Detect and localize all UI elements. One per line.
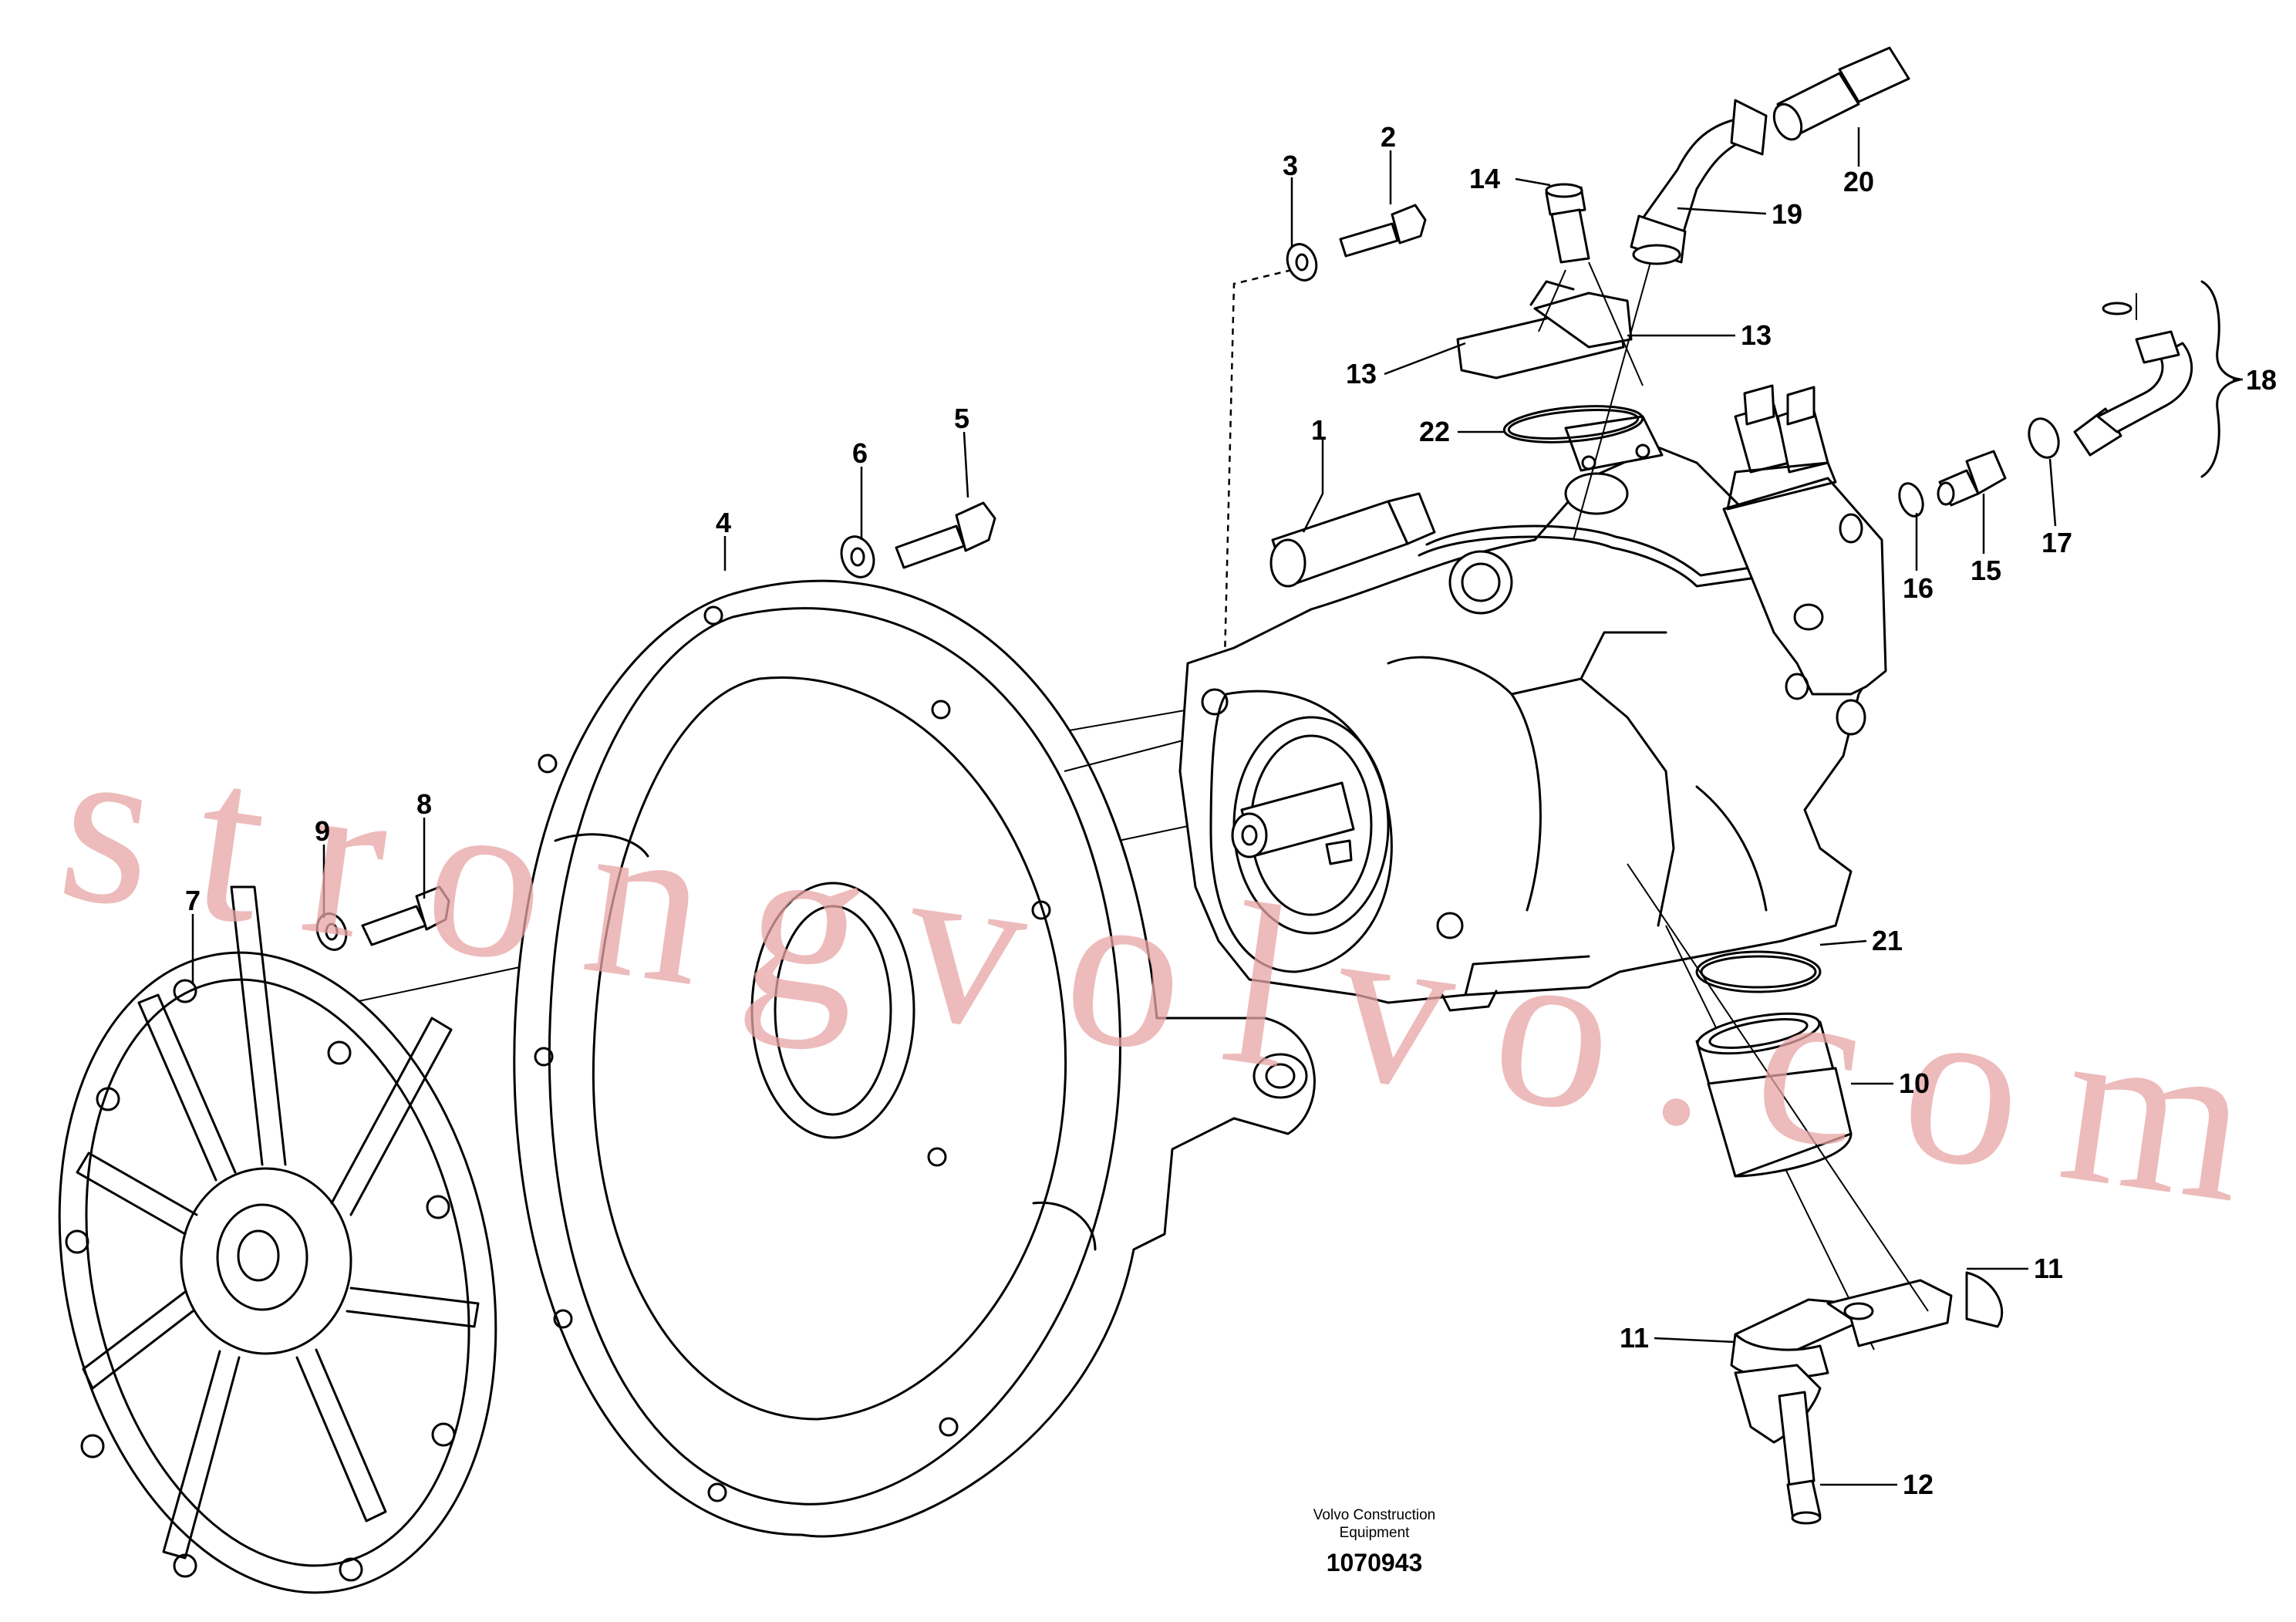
callout-8: 8 <box>416 788 432 820</box>
callout-leaders <box>191 127 2057 1486</box>
adapter-15-part <box>1937 450 2007 507</box>
callout-6: 6 <box>852 437 868 469</box>
callout-1: 1 <box>1311 414 1327 446</box>
capscrew-14-part <box>1545 183 1644 386</box>
washer-9-part <box>315 912 348 951</box>
o-ring-21-part <box>1695 950 1822 993</box>
callout-15: 15 <box>1971 555 2001 586</box>
callout-19: 19 <box>1772 198 1802 230</box>
parts-illustration <box>58 46 2242 1594</box>
callout-13-left: 13 <box>1346 358 1377 389</box>
callout-3: 3 <box>1283 150 1298 181</box>
o-ring-16-part <box>1898 482 1924 518</box>
callout-14: 14 <box>1469 163 1500 194</box>
split-flange-11-part <box>1730 1271 2004 1444</box>
split-flange-13-part <box>1456 269 1633 379</box>
callout-7: 7 <box>185 885 201 916</box>
callout-18: 18 <box>2246 364 2277 396</box>
callout-2: 2 <box>1381 121 1396 153</box>
washer-3-part <box>1286 243 1318 282</box>
callout-4: 4 <box>716 507 731 538</box>
elbow-19-part <box>1573 99 1768 541</box>
drawing-number: 1070943 <box>1327 1549 1423 1576</box>
callout-5: 5 <box>954 403 969 434</box>
caption-company-line2: Equipment <box>1340 1525 1411 1541</box>
fitting-20-part <box>1772 46 1910 141</box>
caption-company-line1: Volvo Construction <box>1313 1507 1435 1523</box>
assembly-path-line <box>1223 268 1293 660</box>
callout-16: 16 <box>1903 572 1934 604</box>
callout-13-right: 13 <box>1741 319 1772 351</box>
flange-tube-10-part <box>1695 1012 1853 1178</box>
drawing-caption: Volvo Construction Equipment 1070943 <box>1313 1507 1435 1576</box>
callout-11-left: 11 <box>1620 1322 1649 1354</box>
callout-20: 20 <box>1843 166 1874 197</box>
hydraulic-pump-part <box>1178 384 1887 1012</box>
callout-12: 12 <box>1903 1469 1934 1500</box>
o-ring-17-part <box>2028 417 2060 459</box>
capscrew-12-part <box>1778 1391 1822 1525</box>
callout-17: 17 <box>2041 527 2072 558</box>
callout-21: 21 <box>1872 925 1903 956</box>
adapter-housing-part <box>513 579 1316 1538</box>
washer-6-part <box>840 535 875 578</box>
callout-10: 10 <box>1899 1067 1930 1099</box>
callout-labels: 1 2 3 4 5 6 7 8 9 10 11 11 12 13 13 14 1… <box>185 121 2277 1500</box>
callout-22: 22 <box>1419 416 1450 447</box>
bolt-2-part <box>1339 204 1427 258</box>
callout-11-right: 11 <box>2034 1253 2063 1284</box>
bolt-5-part <box>895 501 996 569</box>
o-ring-22-part <box>1502 405 1644 443</box>
cover-plate-part <box>58 885 497 1594</box>
callout-9: 9 <box>315 815 330 847</box>
elbow-kit-18-part <box>2073 280 2242 478</box>
